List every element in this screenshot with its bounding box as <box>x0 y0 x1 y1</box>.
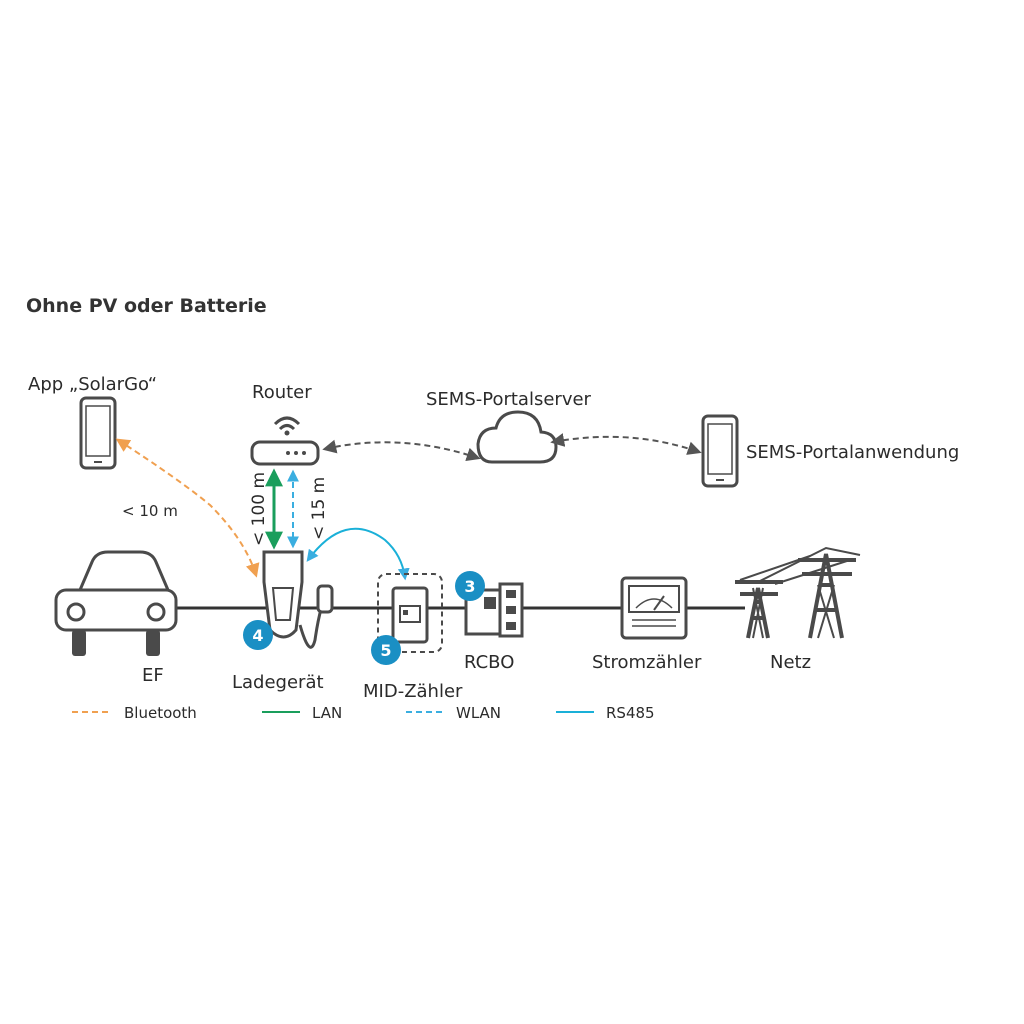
charger-label: Ladegerät <box>232 672 324 693</box>
smartphone-icon <box>701 414 739 488</box>
cloud-sems-link <box>550 433 702 455</box>
rcbo-icon <box>464 582 524 638</box>
badge-charger-number: 4 <box>252 626 263 645</box>
app-label: App „SolarGo“ <box>28 374 157 395</box>
rcbo-label: RCBO <box>464 652 514 673</box>
car-icon <box>54 550 178 656</box>
badge-charger <box>243 620 273 650</box>
power-meter-icon <box>620 576 688 640</box>
wlan-distance: < 15 m <box>309 477 329 540</box>
legend-wlan-label: WLAN <box>456 704 501 722</box>
legend-rs485-label: RS485 <box>606 704 655 722</box>
diagram-title: Ohne PV oder Batterie <box>26 295 267 317</box>
mid-meter-label: MID-Zähler <box>363 681 463 702</box>
lan-distance: < 100 m <box>249 472 269 546</box>
router-icon <box>250 440 320 466</box>
badge-rcbo <box>455 571 485 601</box>
legend-lan-label: LAN <box>312 704 342 722</box>
router-cloud-link <box>322 439 481 462</box>
sems-app-label: SEMS-Portalanwendung <box>746 442 959 463</box>
rs485-link <box>306 527 410 581</box>
ev-charger-icon <box>262 550 334 649</box>
router-label: Router <box>252 382 312 403</box>
badge-mid-meter-number: 5 <box>380 641 391 660</box>
sems-server-label: SEMS-Portalserver <box>426 389 592 410</box>
wifi-icon <box>273 416 301 436</box>
badge-rcbo-number: 3 <box>464 577 475 596</box>
ev-label: EF <box>142 665 164 686</box>
power-meter-label: Stromzähler <box>592 652 702 673</box>
smartphone-icon <box>79 396 117 470</box>
power-tower-icon <box>735 546 861 639</box>
mid-meter-icon <box>377 573 443 653</box>
cloud-icon <box>476 410 558 464</box>
bluetooth-distance: < 10 m <box>122 502 178 520</box>
legend: Bluetooth LAN WLAN RS485 <box>72 704 655 722</box>
grid-label: Netz <box>770 652 811 673</box>
bluetooth-link <box>115 438 260 578</box>
badge-mid-meter <box>371 635 401 665</box>
legend-bluetooth-label: Bluetooth <box>124 704 197 722</box>
